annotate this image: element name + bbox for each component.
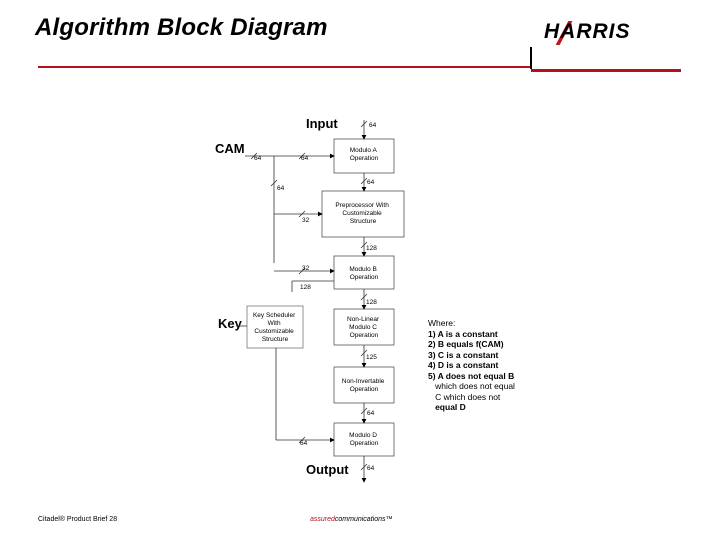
key-scheduler-line-2: With <box>268 320 281 327</box>
non-invertable-line-2: Operation <box>350 386 379 393</box>
modulo-b-text: Modulo B Operation <box>349 266 378 281</box>
where-item: 3) C is a constant <box>428 349 499 360</box>
key-scheduler-line-3: Customizable <box>254 328 294 335</box>
width-cam-to-a: 64 <box>301 155 309 162</box>
where-item: which does not equal <box>428 381 515 391</box>
width-to-b-128: 128 <box>300 284 311 291</box>
header-rule-right <box>531 69 681 72</box>
width-cam-out: 64 <box>254 155 262 162</box>
preprocessor-line-2: Customizable <box>342 210 382 217</box>
footer-tagline-rest: communications™ <box>334 516 393 523</box>
modulo-c-text: Non-Linear Modulo C Operation <box>347 316 381 339</box>
preprocessor-line-1: Preprocessor With <box>335 202 389 209</box>
where-item: equal D <box>428 402 466 412</box>
modulo-d-text: Modulo D Operation <box>349 432 379 447</box>
where-item: 2) B equals f(CAM) <box>428 339 504 349</box>
where-item: 1) A is a constant <box>428 328 498 339</box>
width-ni-out: 64 <box>367 410 375 417</box>
width-cam-down: 64 <box>277 185 285 192</box>
width-input: 64 <box>369 122 377 129</box>
where-item: C which does not <box>428 391 501 402</box>
non-invertable-text: Non-Invertable Operation <box>342 378 386 393</box>
footer-tagline-assured: assured <box>310 516 335 523</box>
where-item: 4) D is a constant <box>428 360 499 370</box>
modulo-c-line-2: Modulo C <box>349 324 377 331</box>
modulo-d-line-1: Modulo D <box>349 432 377 439</box>
preprocessor-text: Preprocessor With Customizable Structure <box>335 202 390 225</box>
modulo-a-line-2: Operation <box>350 155 379 162</box>
where-heading: Where: <box>428 318 456 328</box>
connectors <box>236 120 368 483</box>
modulo-d-line-2: Operation <box>350 440 379 447</box>
modulo-c-line-1: Non-Linear <box>347 316 380 323</box>
output-label: Output <box>306 462 349 477</box>
width-to-pre: 32 <box>302 217 310 224</box>
cam-label: CAM <box>215 141 245 156</box>
modulo-a-line-1: Modulo A <box>350 147 378 154</box>
key-scheduler-block <box>246 305 304 349</box>
modulo-a-block <box>333 138 395 174</box>
key-scheduler-text: Key Scheduler With Customizable Structur… <box>253 312 297 343</box>
width-pre-out: 128 <box>366 245 377 252</box>
harris-logo: HARRIS <box>544 20 631 43</box>
preprocessor-line-3: Structure <box>350 218 377 225</box>
header-rule <box>38 66 530 68</box>
modulo-b-line-2: Operation <box>350 274 379 281</box>
page-title: Algorithm Block Diagram <box>35 14 328 41</box>
modulo-c-line-3: Operation <box>350 332 379 339</box>
key-label: Key <box>218 316 243 331</box>
modulo-a-text: Modulo A Operation <box>350 147 379 162</box>
modulo-b-line-1: Modulo B <box>349 266 376 273</box>
footer-tagline: assuredcommunications™ <box>310 516 392 523</box>
key-scheduler-line-1: Key Scheduler <box>253 312 296 319</box>
where-item: 5) A does not equal B <box>428 370 515 381</box>
width-b-out: 128 <box>366 299 377 306</box>
width-d-out: 64 <box>367 465 375 472</box>
key-scheduler-line-4: Structure <box>262 336 289 343</box>
width-to-b-32: 32 <box>302 265 310 272</box>
width-to-d: 64 <box>300 440 308 447</box>
non-invertable-block <box>333 366 395 404</box>
width-c-out: 125 <box>366 354 377 361</box>
header-rule-vertical <box>530 47 532 69</box>
non-invertable-line-1: Non-Invertable <box>342 378 385 385</box>
footer-product-brief: Citadel® Product Brief 28 <box>38 516 118 523</box>
width-a-out: 64 <box>367 179 375 186</box>
where-legend: Where: 1) A is a constant 2) B equals f(… <box>428 318 515 413</box>
input-label: Input <box>306 116 338 131</box>
